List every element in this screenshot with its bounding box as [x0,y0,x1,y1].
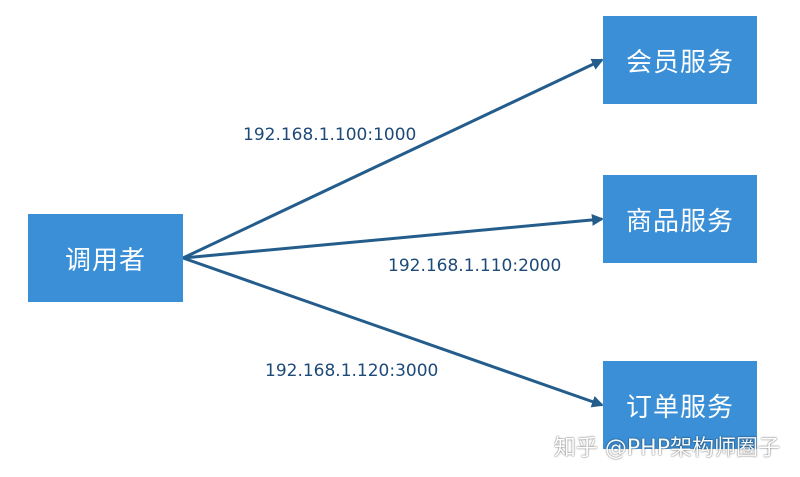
goods-service-node-label: 商品服务 [625,206,734,237]
order-service-node-label: 订单服务 [625,392,734,423]
edge-to-order-service [182,256,604,408]
member-service-node-label: 会员服务 [625,47,734,78]
edge-to-member-service [182,58,604,260]
order-service-node: 订单服务 [603,361,757,449]
caller-node-label: 调用者 [64,245,146,276]
member-service-node: 会员服务 [603,16,757,104]
edge-label-order: 192.168.1.120:3000 [265,361,439,381]
edge-label-goods: 192.168.1.110:2000 [388,256,562,276]
watermark-text: 知乎 @PHP架构师圈子 [553,436,780,461]
caller-node: 调用者 [28,214,183,302]
edge-to-goods-service [182,213,604,260]
goods-service-node: 商品服务 [603,175,757,263]
edge-label-member: 192.168.1.100:1000 [243,125,417,145]
